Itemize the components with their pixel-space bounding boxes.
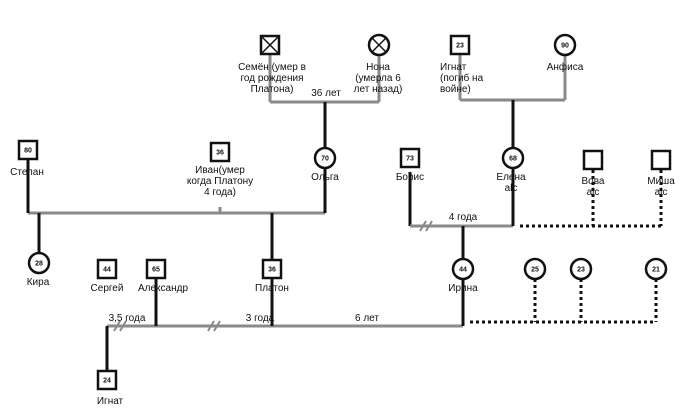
male-symbol-stepan bbox=[17, 139, 39, 161]
person-label-stepan: Степан bbox=[10, 167, 44, 178]
label-line: alc bbox=[504, 183, 518, 194]
person-label-irina: Ирина bbox=[448, 283, 477, 294]
relation-duration-sergei-irina: 3,5 года bbox=[108, 313, 146, 324]
age-label: 36 bbox=[216, 150, 224, 157]
label-line: год рождения bbox=[240, 73, 304, 84]
relation-duration-platon-irina: 6 лет bbox=[355, 313, 379, 324]
divorce-mark bbox=[113, 320, 121, 332]
female-symbol-p25 bbox=[523, 257, 547, 281]
female-symbol-elena bbox=[501, 146, 525, 170]
female-symbol-anfisa bbox=[553, 33, 577, 57]
person-label-platon: Платон bbox=[255, 283, 289, 294]
label-line: Анфиса bbox=[546, 62, 584, 73]
age-label: 21 bbox=[652, 267, 660, 274]
divorce-mark bbox=[207, 320, 215, 332]
male-symbol-misha bbox=[650, 149, 672, 171]
age-label: 36 bbox=[268, 267, 276, 274]
label-line: Александр bbox=[137, 283, 189, 294]
relation-duration-boris-elena: 4 года bbox=[448, 212, 478, 223]
male-symbol-platon bbox=[261, 258, 283, 280]
label-line: (умерла 6 bbox=[355, 73, 401, 84]
label-line: Вова bbox=[581, 176, 605, 187]
age-label: 25 bbox=[531, 267, 539, 274]
label-line: alc bbox=[654, 187, 668, 198]
person-label-kira: Кира bbox=[27, 277, 50, 288]
label-line: Нона bbox=[366, 62, 390, 73]
person-label-ignat-jr: Игнат bbox=[97, 396, 123, 407]
relation-duration-semyon-nona: 36 лет bbox=[311, 88, 341, 99]
age-label: 28 bbox=[35, 261, 43, 268]
deceased-mark bbox=[371, 37, 387, 53]
age-label: 90 bbox=[561, 43, 569, 50]
label-line: Кира bbox=[26, 277, 50, 288]
label-line: Ирина bbox=[448, 283, 478, 294]
male-symbol-boris bbox=[399, 147, 421, 169]
female-symbol-p21 bbox=[644, 257, 668, 281]
female-symbol-irina bbox=[451, 257, 475, 281]
label-line: Игнат bbox=[96, 396, 124, 407]
male-symbol-ignat-jr bbox=[96, 369, 118, 391]
divorce-mark bbox=[213, 320, 221, 332]
person-label-aleksandr: Александр bbox=[138, 283, 188, 294]
male-symbol-ignat-sr bbox=[449, 34, 471, 56]
label-line: Ольга bbox=[311, 172, 339, 183]
age-label: 44 bbox=[459, 267, 467, 274]
label-line: (погиб на bbox=[440, 73, 484, 84]
label-line: Сергей bbox=[90, 283, 124, 294]
person-label-sergei: Сергей bbox=[91, 283, 124, 294]
age-label: 24 bbox=[103, 378, 111, 385]
age-label: 23 bbox=[456, 43, 464, 50]
label-line: Миша bbox=[647, 176, 675, 187]
age-label: 80 bbox=[24, 148, 32, 155]
age-label: 44 bbox=[103, 267, 111, 274]
label-line: Иван(умер bbox=[195, 165, 245, 176]
male-symbol-vova bbox=[582, 149, 604, 171]
age-label: 65 bbox=[152, 267, 160, 274]
age-label: 68 bbox=[509, 156, 517, 163]
label-line: Платона) bbox=[250, 84, 294, 95]
label-line: Семён (умер в bbox=[238, 62, 306, 73]
divorce-mark bbox=[419, 220, 427, 232]
age-label: 23 bbox=[577, 267, 585, 274]
label-line: 4 года) bbox=[204, 187, 236, 198]
label-line: alc bbox=[586, 187, 600, 198]
age-label: 73 bbox=[406, 156, 414, 163]
female-symbol-p23 bbox=[569, 257, 593, 281]
divorce-mark bbox=[119, 320, 127, 332]
male-symbol-ivan bbox=[209, 141, 231, 163]
person-label-olga: Ольга bbox=[311, 172, 339, 183]
male-symbol-sergei bbox=[96, 258, 118, 280]
label-line: Платон bbox=[255, 283, 289, 294]
label-line: Елена bbox=[496, 172, 526, 183]
divorce-mark bbox=[425, 220, 433, 232]
female-symbol-olga bbox=[313, 146, 337, 170]
label-line: лет назад) bbox=[353, 84, 403, 95]
person-label-anfisa: Анфиса bbox=[547, 62, 584, 73]
age-label: 70 bbox=[321, 156, 329, 163]
relation-duration-platon-divorce: 3 года bbox=[245, 313, 275, 324]
label-line: Игнат bbox=[440, 62, 467, 73]
deceased-mark bbox=[260, 35, 280, 55]
female-symbol-kira bbox=[27, 251, 51, 275]
label-line: когда Платону bbox=[186, 176, 254, 187]
label-line: войне) bbox=[440, 84, 471, 95]
person-label-boris: Борис bbox=[396, 172, 424, 183]
label-line: Борис bbox=[395, 172, 425, 183]
label-line: Степан bbox=[10, 167, 44, 178]
male-symbol-aleksandr bbox=[145, 258, 167, 280]
